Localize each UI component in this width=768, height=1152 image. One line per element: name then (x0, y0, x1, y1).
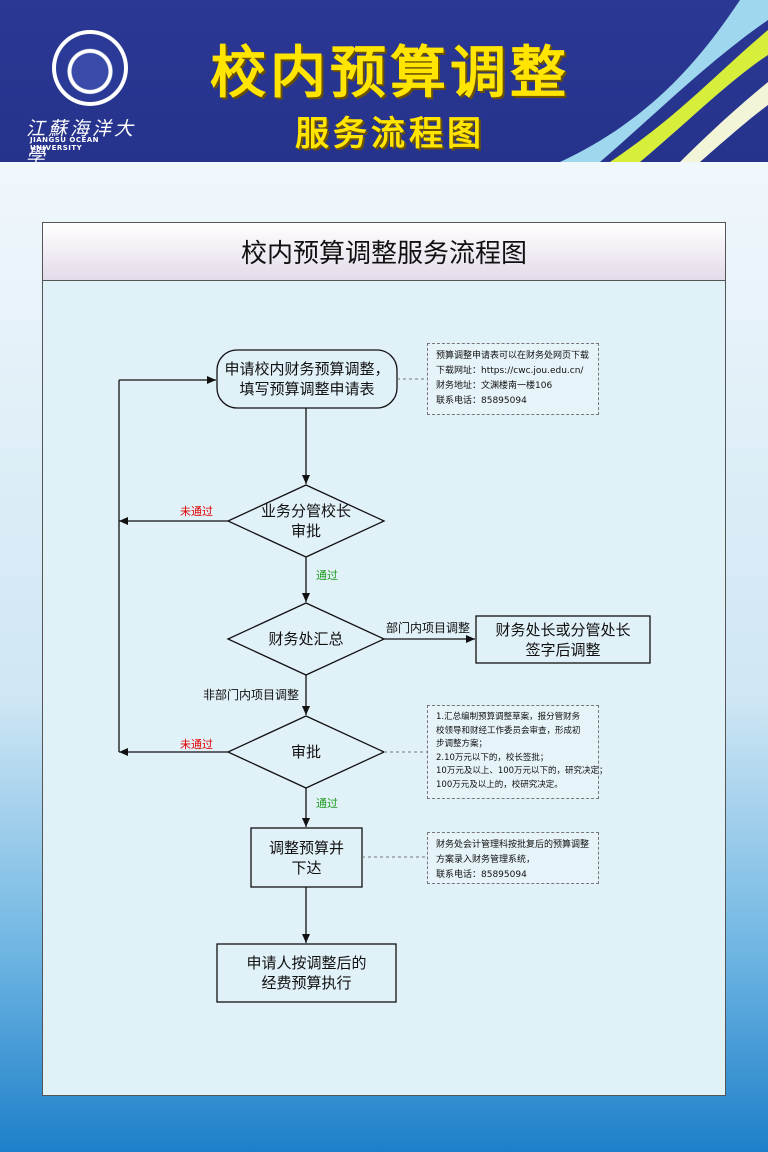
node-vp-review-line2: 审批 (290, 522, 321, 540)
note-approval-rules: 1.汇总编制预算调整草案，报分管财务 校领导和财经工作委员会审查，形成初 步调整… (427, 705, 608, 799)
node-dept-sign-line1: 财务处长或分管处长 (495, 620, 631, 639)
note1-line: 联系电话：85895094 (436, 396, 527, 406)
university-name-cn: 江蘇海洋大學 (26, 118, 137, 162)
label-non-dept: 非部门内项目调整 (203, 688, 300, 702)
node-approve-line1: 审批 (290, 743, 321, 761)
note2-line: 10万元及以上、100万元以下的，研究决定； (436, 766, 608, 776)
node-apply-line2: 填写预算调整申请表 (239, 380, 375, 398)
panel-title: 校内预算调整服务流程图 (43, 223, 725, 281)
node-adjust-line2: 下达 (291, 858, 322, 877)
page-subtitle: 服务流程图 (295, 114, 485, 154)
node-vp-review-line1: 业务分管校长 (260, 502, 351, 520)
note-download-info: 预算调整申请表可以在财务处网页下载 下载网址：https://cwc.jou.e… (427, 343, 599, 415)
node-vp-review: 业务分管校长 审批 (228, 485, 384, 557)
label-pass-2: 通过 (316, 797, 338, 810)
node-finance-summary-line1: 财务处汇总 (268, 630, 344, 648)
header-banner: 江蘇海洋大學 JIANGSU OCEAN UNIVERSITY 校内预算调整 服… (0, 0, 768, 162)
label-reject-1: 未通过 (180, 505, 213, 518)
note2-line: 100万元及以上的，校研究决定。 (436, 779, 563, 790)
node-execute: 申请人按调整后的 经费预算执行 (217, 944, 396, 1002)
note1-line: 预算调整申请表可以在财务处网页下载 (436, 351, 590, 361)
note-system-entry: 财务处会计管理科按批复后的预算调整 方案录入财务管理系统， 联系电话：85895… (427, 832, 599, 884)
note2-line: 步调整方案； (436, 739, 488, 749)
university-name-en: JIANGSU OCEAN UNIVERSITY (30, 136, 100, 152)
note3-line: 方案录入财务管理系统， (436, 855, 536, 865)
node-finance-summary: 财务处汇总 (228, 603, 384, 675)
note1-line: 财务地址：文渊楼南一楼106 (436, 381, 553, 391)
note3-line: 联系电话：85895094 (436, 870, 527, 880)
note1-line: 下载网址：https://cwc.jou.edu.cn/ (436, 366, 584, 376)
node-execute-line1: 申请人按调整后的 (246, 954, 367, 972)
logo-emblem-icon (56, 34, 124, 102)
node-execute-shape (216, 943, 397, 1003)
label-pass-1: 通过 (316, 569, 338, 582)
node-approve: 审批 (228, 716, 384, 788)
node-apply-line1: 申请校内财务预算调整， (224, 360, 390, 378)
header-swoosh-decoration (560, 0, 768, 162)
university-logo (52, 30, 128, 106)
node-execute-line2: 经费预算执行 (261, 974, 352, 992)
node-dept-sign-shape (475, 615, 651, 664)
node-dept-sign-line2: 签字后调整 (525, 640, 601, 659)
page-title: 校内预算调整 (210, 41, 570, 106)
node-dept-sign: 财务处长或分管处长 签字后调整 (476, 616, 650, 663)
node-adjust-line1: 调整预算并 (268, 838, 344, 857)
node-apply: 申请校内财务预算调整， 填写预算调整申请表 (217, 350, 397, 408)
note2-line: 2.10万元以下的，校长签批； (436, 752, 549, 763)
label-dept-internal: 部门内项目调整 (386, 621, 471, 635)
label-reject-2: 未通过 (180, 738, 213, 751)
node-adjust: 调整预算并 下达 (251, 828, 362, 887)
note2-line: 1.汇总编制预算调整草案，报分管财务 (436, 712, 581, 722)
note2-line: 校领导和财经工作委员会审查，形成初 (436, 725, 581, 736)
note3-line: 财务处会计管理科按批复后的预算调整 (436, 840, 590, 850)
